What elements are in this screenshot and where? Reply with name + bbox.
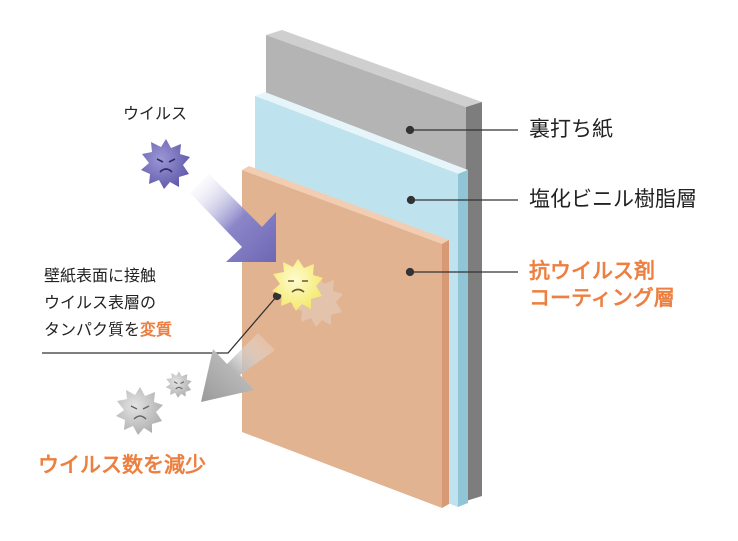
result-label: ウイルス数を減少 xyxy=(38,453,206,477)
antiviral-coating-label-line2: コーティング層 xyxy=(529,286,675,311)
contact-note-highlight: 変質 xyxy=(140,320,173,339)
contact-note: 壁紙表面に接触 ウイルス表層の タンパク質を変質 xyxy=(44,262,172,343)
incoming-virus-arrow xyxy=(190,174,276,262)
contact-note-line3: タンパク質を変質 xyxy=(44,316,172,343)
antiviral-coating-label: 抗ウイルス剤 コーティング層 xyxy=(529,258,675,313)
pvc-resin-layer-label: 塩化ビニル樹脂層 xyxy=(529,187,697,211)
contact-note-line2: ウイルス表層の xyxy=(44,293,157,312)
virus-label: ウイルス xyxy=(123,104,188,123)
antiviral-coating-layer xyxy=(242,166,449,508)
virus-contact-icon xyxy=(272,259,343,327)
virus-reduced-large-icon xyxy=(116,387,163,435)
contact-note-line1: 壁紙表面に接触 xyxy=(44,266,157,285)
reduced-virus-arrow xyxy=(201,333,275,402)
backing-paper-label: 裏打ち紙 xyxy=(529,117,613,141)
virus-purple-icon xyxy=(141,139,190,189)
contact-note-line3-prefix: タンパク質を xyxy=(44,320,141,339)
antiviral-coating-label-line1: 抗ウイルス剤 xyxy=(529,259,655,283)
leader-lines xyxy=(42,125,518,354)
virus-reduced-small-icon xyxy=(165,371,192,398)
